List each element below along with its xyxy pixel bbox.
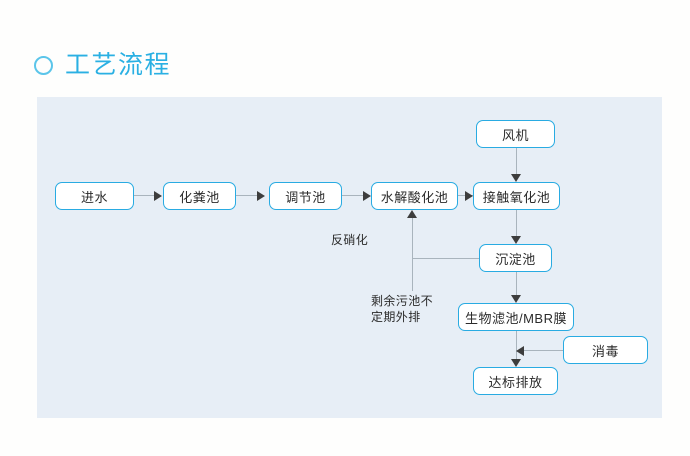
arrowhead-to-sediment [511,236,521,244]
page-title: 工艺流程 [34,48,171,82]
node-hydrolysis-acidification-tank-label: 水解酸化池 [380,189,449,205]
node-regulating-tank[interactable]: 调节池 [269,182,342,210]
arrowhead-to-septic [154,191,162,201]
node-blower-label: 风机 [501,127,529,143]
node-inflow-label: 进水 [80,189,108,205]
connector-sediment-biofilter [516,272,517,295]
node-sedimentation-tank-label: 沉淀池 [495,251,536,267]
node-regulating-tank-label: 调节池 [285,189,326,205]
node-sedimentation-tank[interactable]: 沉淀池 [479,244,552,272]
connector-sediment-recycle-v [412,218,413,291]
annotation-denitrification: 反硝化 [331,233,369,247]
arrowhead-to-hydrolysis [363,191,371,201]
connector-regulating-hydrolysis [342,195,363,196]
node-compliant-discharge-label: 达标排放 [488,374,543,390]
arrowhead-to-contactoxid [465,191,473,201]
arrowhead-to-regulating [257,191,265,201]
connector-sediment-recycle-h [412,258,479,259]
arrowhead-to-main-from-disinfect [516,346,524,356]
node-hydrolysis-acidification-tank[interactable]: 水解酸化池 [371,182,458,210]
page-title-label: 工艺流程 [65,50,172,79]
node-biofilter-mbr[interactable]: 生物滤池/MBR膜 [458,303,574,331]
node-compliant-discharge[interactable]: 达标排放 [473,367,558,395]
arrowhead-to-contactoxid-from-blower [511,174,521,182]
connector-disinfect-main [524,350,563,351]
annotation-sludge-discharge: 剩余污池不 定期外排 [371,294,434,324]
arrowhead-to-biofilter [511,295,521,303]
node-contact-oxidation-tank[interactable]: 接触氧化池 [473,182,560,210]
node-septic-tank[interactable]: 化粪池 [163,182,236,210]
process-flow-diagram: 进水 化粪池 调节池 水解酸化池 风机 接触氧化池 沉淀池 生物滤池/MBR膜 … [37,97,662,418]
ring-icon [34,55,53,75]
node-disinfection[interactable]: 消毒 [563,336,648,364]
connector-inflow-septic [134,195,154,196]
node-inflow[interactable]: 进水 [55,182,134,210]
node-disinfection-label: 消毒 [591,343,619,359]
connector-septic-regulating [236,195,257,196]
node-septic-tank-label: 化粪池 [179,189,220,205]
node-contact-oxidation-tank-label: 接触氧化池 [482,189,551,205]
node-biofilter-mbr-label: 生物滤池/MBR膜 [464,310,567,326]
arrowhead-to-discharge [511,359,521,367]
connector-blower-contactoxid [516,148,517,174]
connector-contactoxid-sediment [516,210,517,236]
arrowhead-to-hydrolysis-recycle [407,210,417,218]
node-blower[interactable]: 风机 [476,120,555,148]
